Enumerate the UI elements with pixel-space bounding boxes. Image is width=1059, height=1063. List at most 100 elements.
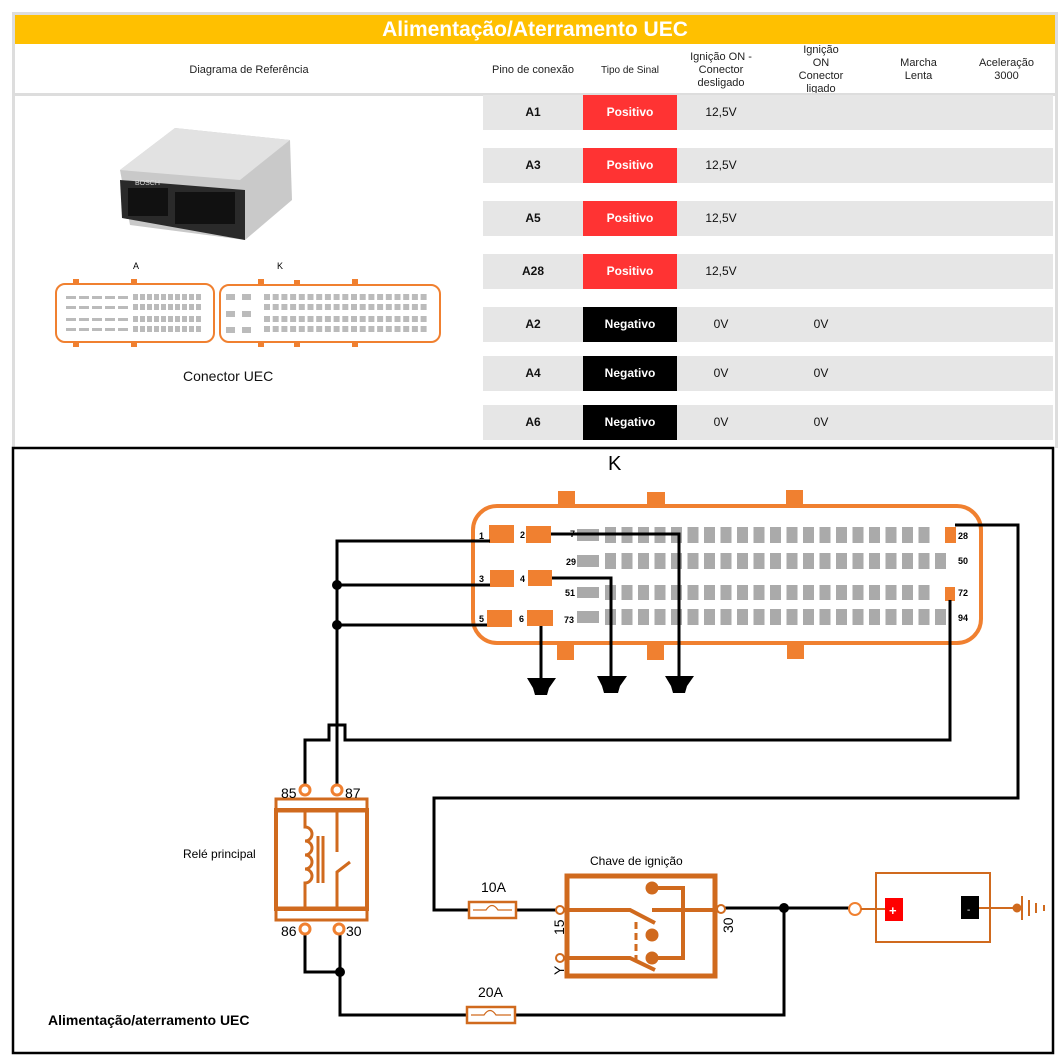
connector-pin (342, 316, 349, 322)
header-accel: Aceleração 3000 (978, 57, 1035, 82)
connector-pin (420, 304, 427, 310)
connector-pin (307, 326, 314, 332)
connector-pin (737, 527, 748, 543)
connector-pin (147, 304, 152, 310)
connector-pin (281, 326, 288, 332)
connector-pin (351, 316, 357, 322)
connector-pin (720, 609, 732, 625)
connector-pin (242, 294, 251, 300)
signal-badge: Negativo (583, 307, 677, 342)
connector-pin (770, 609, 781, 625)
connector-pin (242, 327, 251, 333)
connector-pin (168, 304, 173, 310)
connector-pin (420, 316, 427, 322)
connector-pin (342, 304, 349, 310)
connector-pin (298, 294, 305, 300)
pin-cell: A3 (525, 158, 541, 172)
connector-pin (333, 304, 340, 310)
connector-pin (803, 585, 814, 600)
connector-pin (298, 316, 305, 322)
connector-pin (836, 609, 847, 625)
battery: + - (848, 872, 1015, 943)
relay-86-label: 86 (281, 923, 297, 939)
chassis-ground-icon (1012, 896, 1045, 920)
pin-29-label: 29 (566, 557, 576, 567)
connector-pin (290, 294, 297, 300)
header-idle: Marcha Lenta (900, 57, 937, 82)
connector-pin (133, 316, 138, 322)
pin-2-label: 2 (520, 530, 525, 540)
pin-cell: A28 (521, 264, 544, 278)
connector-pin (281, 294, 288, 300)
connector-pin (161, 326, 166, 332)
connector-pin (168, 316, 173, 322)
connector-pin (377, 294, 384, 300)
ign-off-cell: 0V (713, 317, 729, 331)
connector-pin (902, 527, 913, 543)
connector-pin (753, 609, 765, 625)
connector-pin (105, 318, 115, 321)
connector-pin (671, 609, 682, 625)
connector-pin (105, 328, 115, 331)
connector-pin (264, 316, 270, 322)
connector-pin (154, 326, 159, 332)
table-row: A2 Negativo 0V 0V (483, 307, 1053, 342)
connector-pin (92, 328, 102, 331)
connector-pin (786, 585, 798, 600)
connector-pin (368, 316, 375, 322)
connector-pin (175, 294, 180, 300)
connector-pin (147, 294, 152, 300)
connector-pin (403, 326, 410, 332)
connector-pin (885, 609, 897, 625)
connector-pin (671, 585, 682, 600)
signal-badge: Negativo (583, 405, 677, 440)
connector-pin (333, 294, 340, 300)
connector-pin (786, 609, 798, 625)
connector-pin (737, 585, 748, 600)
connector-pin (819, 585, 831, 600)
pin-50-label: 50 (958, 556, 968, 566)
pin-6-label: 6 (519, 614, 524, 624)
connector-pin (377, 316, 384, 322)
connector-pin (290, 326, 297, 332)
connector-pin (638, 585, 649, 600)
connector-pin (154, 304, 159, 310)
pin-1-label: 1 (479, 531, 484, 541)
connector-pin (196, 316, 201, 322)
pin-51-label: 51 (565, 588, 575, 598)
switch-30-label: 30 (720, 917, 736, 933)
connector-pin (66, 296, 76, 299)
connector-pin (902, 609, 913, 625)
ignition-switch (555, 873, 726, 979)
connector-pin (154, 294, 159, 300)
connector-pin (918, 553, 930, 569)
connector-pin (621, 553, 633, 569)
connector-caption: Conector UEC (183, 368, 274, 384)
connector-pin (272, 294, 279, 300)
connector-pin (264, 294, 270, 300)
connector-pin (333, 316, 340, 322)
relay-85-label: 85 (281, 785, 297, 801)
relay-87-label: 87 (345, 785, 361, 801)
connector-pin (118, 318, 128, 321)
connector-pin (577, 555, 599, 567)
connector-pin (140, 326, 145, 332)
header-pin: Pino de conexão (492, 63, 574, 76)
ign-off-cell: 12,5V (705, 105, 737, 119)
connector-pin (307, 304, 314, 310)
pin-cell: A6 (525, 415, 541, 429)
signal-badge: Positivo (583, 95, 677, 130)
connector-pin (226, 327, 235, 333)
connector-pin (324, 294, 331, 300)
connector-pin (133, 294, 138, 300)
connector-pin (852, 527, 864, 543)
relay-30-label: 30 (346, 923, 362, 939)
connector-pin (272, 304, 279, 310)
connector-pin (196, 326, 201, 332)
connector-pin (290, 316, 297, 322)
connector-pin (720, 553, 732, 569)
signal-badge: Negativo (583, 356, 677, 391)
connector-pin (786, 553, 798, 569)
page-title: Alimentação/Aterramento UEC (15, 15, 1055, 44)
connector-pin (161, 294, 166, 300)
